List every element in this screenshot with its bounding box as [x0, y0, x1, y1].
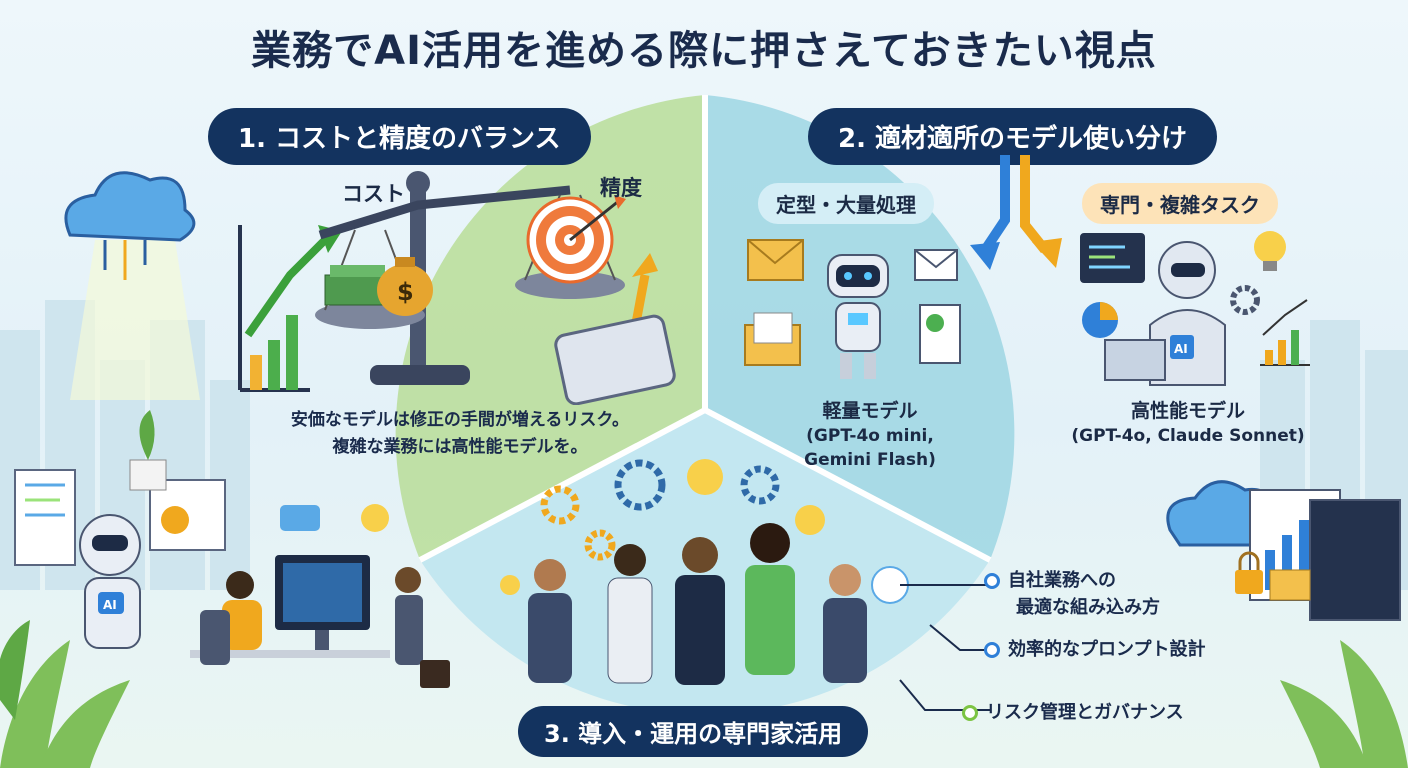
assistant-robot-icon: AI	[79, 514, 141, 649]
left-task-tag: 定型・大量処理	[758, 183, 934, 224]
office-desk-scene	[190, 555, 450, 688]
laptop-ai-label: AI	[1174, 342, 1188, 356]
item-1-dot	[984, 572, 1000, 589]
dashboard-panel-icon	[149, 479, 226, 551]
plant-pot-icon	[129, 410, 167, 491]
section1-heading: 1. コストと精度のバランス	[208, 108, 591, 165]
android-robot-icon: AI	[1104, 241, 1226, 386]
growth-chart-icon	[238, 225, 342, 392]
item-1-line1: 自社業務への	[1008, 570, 1116, 591]
item-2-text: 効率的なプロンプト設計	[1008, 639, 1206, 660]
section2-heading: 2. 適材適所のモデル使い分け	[808, 108, 1218, 165]
right-corner-plant	[1280, 640, 1408, 768]
section1-note-line2: 複雑な業務には高性能モデルを。	[332, 437, 588, 457]
accuracy-label: 精度	[600, 176, 642, 200]
light-model-examples-line1: (GPT-4o mini,	[806, 426, 934, 446]
team-illustration	[500, 459, 909, 685]
gear-icon	[1230, 285, 1260, 315]
page-title: 業務でAI活用を進める際に押さえておきたい視点	[251, 28, 1157, 74]
section3-heading: 3. 導入・運用の専門家活用	[518, 706, 869, 757]
left-side-illustration: AI	[14, 171, 450, 688]
idea-bulbs-icon	[500, 459, 825, 595]
chat-bubble-icon	[280, 505, 320, 531]
item-1-line2: 最適な組み込み方	[1016, 597, 1160, 618]
section1-note: 安価なモデルは修正の手間が増えるリスク。 複雑な業務には高性能モデルを。	[250, 407, 670, 461]
open-envelope-icon	[744, 312, 801, 366]
high-model-name: 高性能モデル	[1130, 400, 1245, 422]
cloud-icon	[64, 171, 196, 280]
calculator-icon	[554, 314, 676, 405]
pie-chart-icon	[1082, 302, 1118, 338]
expert-item-3: リスク管理とガバナンス	[962, 700, 1184, 725]
lock-icon	[1235, 551, 1263, 594]
section1-note-line1: 安価なモデルは修正の手間が増えるリスク。	[290, 410, 630, 430]
light-model-label: 軽量モデル (GPT-4o mini, Gemini Flash)	[770, 398, 970, 472]
money-bag-icon: $	[377, 257, 433, 316]
right-task-tag: 専門・複雑タスク	[1082, 183, 1278, 224]
code-window-icon	[1080, 233, 1145, 283]
team-members	[528, 523, 867, 685]
high-performance-model-illustration: AI	[1080, 231, 1310, 386]
lightbulb-icon	[1254, 231, 1286, 271]
dollar-sign: $	[397, 278, 414, 306]
item-2-dot	[984, 641, 1000, 658]
rising-chart-icon	[1260, 299, 1310, 366]
document-panel-icon	[14, 469, 76, 566]
cost-label: コスト	[342, 182, 405, 206]
robot-icon	[827, 254, 889, 379]
gear-cluster-icon	[540, 459, 780, 561]
folder-icon	[1269, 569, 1311, 601]
expert-item-2: 効率的なプロンプト設計	[984, 637, 1205, 662]
item-3-text: リスク管理とガバナンス	[986, 702, 1184, 723]
document-chart-icon	[919, 304, 961, 364]
high-model-examples: (GPT-4o, Claude Sonnet)	[1071, 426, 1305, 446]
balance-scale-illustration: $	[238, 171, 676, 405]
idea-bulb-icon	[361, 504, 389, 532]
section1-wedge	[395, 95, 705, 560]
light-model-name: 軽量モデル	[822, 400, 918, 422]
light-model-illustration	[744, 239, 961, 379]
routing-arrows	[970, 155, 1062, 270]
left-corner-plant	[0, 620, 130, 768]
high-model-label: 高性能モデル (GPT-4o, Claude Sonnet)	[1058, 398, 1318, 448]
light-model-examples-line2: Gemini Flash)	[804, 450, 936, 470]
cloud-light-beam	[70, 240, 200, 400]
robot-ai-label: AI	[103, 598, 117, 612]
item-3-dot	[962, 704, 978, 721]
envelope-icon	[747, 239, 804, 281]
mail-icon	[914, 249, 958, 281]
right-side-illustration	[1166, 480, 1401, 621]
expert-item-1: 自社業務への 最適な組み込み方	[984, 568, 1160, 620]
code-monitor-icon	[1309, 499, 1401, 621]
target-icon	[526, 195, 626, 284]
